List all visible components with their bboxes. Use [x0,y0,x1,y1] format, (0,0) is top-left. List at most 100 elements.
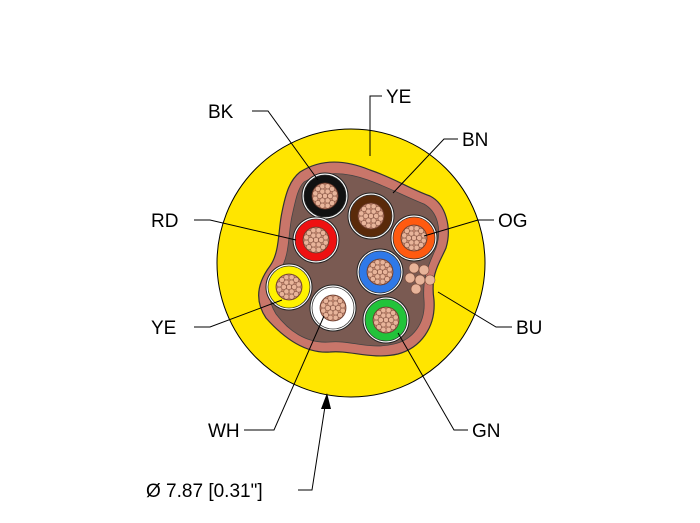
copper-strand [324,183,331,190]
filler-strand [410,283,422,295]
copper-strand [323,312,329,318]
filler-strand [408,262,420,274]
copper-strand [408,225,415,232]
leader-lines [194,95,512,491]
copper-strand [413,225,420,232]
copper-strand [416,235,423,241]
leader-bk [252,110,319,181]
filler-strand [414,274,426,286]
conductor-og [390,214,438,262]
copper-strand [315,186,321,192]
copper-strand [288,274,295,281]
copper-strand [322,234,329,241]
copper-strand [405,235,412,241]
conductor-bk [301,172,349,220]
copper-strand [370,262,376,268]
copper-strand [413,244,420,251]
copper-strand [324,305,331,311]
label-bk: BK [208,102,234,123]
copper-strand [293,291,299,297]
copper-strand [327,295,334,302]
leader-wh [244,315,325,431]
label-bu: BU [516,318,542,339]
copper-strand [404,228,410,234]
label-og: OG [498,211,528,232]
copper-strand [320,230,326,236]
copper-strand [327,193,334,199]
copper-strand [320,302,327,309]
copper-strand [303,239,310,246]
leader-bu [437,291,512,328]
copper-strand [367,266,374,273]
copper-strand [377,317,384,323]
label-gn: GN [472,421,501,442]
copper-strand [320,244,326,250]
copper-strand [379,278,386,285]
copper-strand [380,307,387,314]
copper-strand [310,246,317,253]
copper-strand [390,324,396,330]
copper-strand [291,284,298,290]
copper-strand [361,220,367,226]
copper-strand [375,220,381,226]
copper-strand [401,237,408,244]
leader-ye-jacket [369,95,382,156]
filler-strand [418,264,430,276]
copper-strand [382,269,389,275]
copper-strand [306,244,312,250]
copper-strand [385,307,392,314]
copper-strand [306,230,312,236]
copper-strand [370,276,376,282]
copper-strand [358,215,365,222]
copper-strand [288,293,295,300]
copper-strand [362,213,369,219]
copper-strand [370,203,377,210]
label-diameter: Ø 7.87 [0.31"] [146,481,263,502]
copper-strand [315,246,322,253]
copper-strand [319,202,326,209]
label-ye-core: YE [151,318,176,339]
leader-ye-core [194,299,283,328]
label-rd: RD [151,211,178,232]
copper-strand [373,213,380,219]
label-ye-jacket: YE [386,87,411,108]
filler-strand [404,272,416,284]
copper-strand [358,210,365,217]
copper-strand [312,195,319,202]
copper-strand [376,324,382,330]
conductor-wh [309,284,357,332]
copper-strand [303,234,310,241]
copper-strand [332,295,339,302]
copper-strand [279,291,285,297]
copper-strand [418,242,424,248]
copper-strand [324,202,331,209]
copper-strand [320,307,327,314]
copper-strand [371,269,378,275]
labels: BK YE BN OG RD BU YE WH GN Ø 7.87 [0.31"… [146,87,542,502]
copper-strand [295,281,302,288]
copper-strand [331,190,338,197]
copper-strand [373,314,380,321]
copper-strand [312,190,319,197]
copper-strand [379,259,386,266]
copper-strand [367,271,374,278]
copper-strand [373,319,380,326]
diameter-arrow-icon [321,393,331,409]
copper-strand [283,274,290,281]
copper-strand [374,278,381,285]
copper-strand [335,305,342,311]
copper-strand [418,228,424,234]
copper-strand [280,284,287,290]
conductor-gn [362,296,410,344]
copper-strand [339,302,346,309]
copper-strand [392,314,399,321]
conductor-ye [265,263,313,311]
leader-gn [397,332,468,431]
copper-strand [319,183,326,190]
copper-strand [404,242,410,248]
copper-strand [329,200,335,206]
copper-strand [408,244,415,251]
copper-strand [337,298,343,304]
copper-strand [276,286,283,293]
filler-strand [424,274,436,286]
